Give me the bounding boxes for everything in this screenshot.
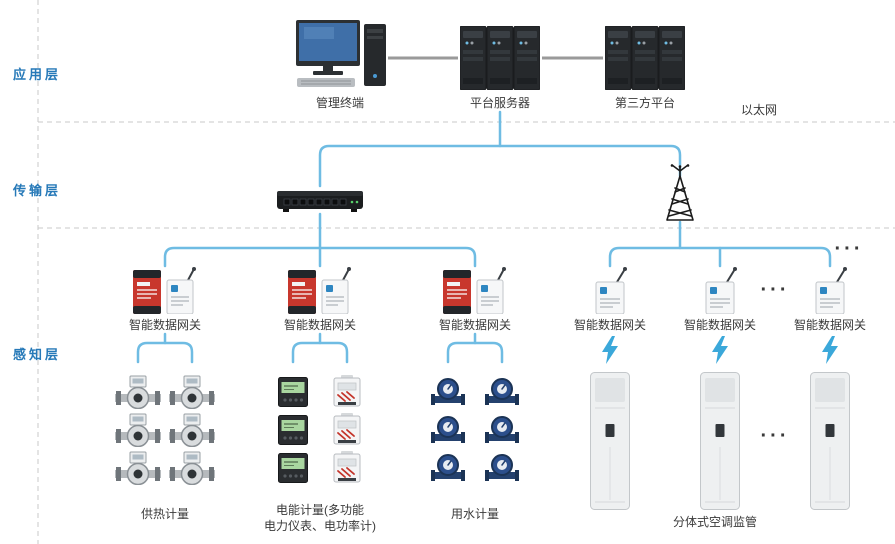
- power-transducer-icon: [333, 375, 361, 409]
- water-group-bracket: [446, 341, 504, 364]
- water-meter-icon: [485, 453, 519, 483]
- ac-ellipsis: ···: [760, 425, 790, 447]
- power-transducer-icon: [333, 451, 361, 485]
- heat-flow-meter-icon: [115, 413, 161, 447]
- ac-unit-icon: [590, 372, 630, 510]
- gateway-label-6: 智能数据网关: [793, 318, 867, 332]
- heat-flow-meter-icon: [169, 375, 215, 409]
- smart-gateway-wired-icon: [288, 266, 352, 314]
- gateway-label-5: 智能数据网关: [683, 318, 757, 332]
- layer-label-perception: 感知层: [13, 347, 62, 362]
- water-meter-icon: [485, 415, 519, 445]
- smart-gateway-wireless-icon: [699, 266, 741, 314]
- power-meter-icon: [278, 453, 308, 483]
- gateway-label-1: 智能数据网关: [128, 318, 202, 332]
- transport-branch: [318, 144, 682, 188]
- smart-gateway-wired-icon: [443, 266, 507, 314]
- gateway-label-4: 智能数据网关: [573, 318, 647, 332]
- ethernet-switch-icon: [277, 188, 363, 214]
- ac-monitoring-label: 分体式空调监管: [672, 515, 758, 529]
- lightning-icon: [822, 336, 838, 364]
- third-party-server-icon: [605, 26, 685, 90]
- layer-label-application: 应用层: [13, 67, 62, 82]
- layer-label-transmission: 传输层: [13, 183, 62, 198]
- electric-group-bracket: [291, 341, 349, 364]
- platform-server-icon: [460, 26, 540, 90]
- wired-gateway-branch: [163, 246, 477, 268]
- power-meter-icon: [278, 377, 308, 407]
- branch-ellipsis: ···: [834, 238, 864, 260]
- third-party-label: 第三方平台: [614, 96, 676, 110]
- heat-metering-label: 供热计量: [140, 507, 190, 521]
- heat-flow-meter-icon: [169, 413, 215, 447]
- ethernet-label: 以太网: [740, 103, 778, 117]
- ac-unit-icon: [810, 372, 850, 510]
- electric-metering-label-line2: 电力仪表、电功率计): [264, 519, 376, 533]
- gateway-ellipsis: ···: [760, 279, 790, 301]
- smart-gateway-wireless-icon: [809, 266, 851, 314]
- heat-flow-meter-icon: [115, 451, 161, 485]
- power-meter-icon: [278, 415, 308, 445]
- terminal-label: 管理终端: [315, 96, 365, 110]
- gateway-label-3: 智能数据网关: [438, 318, 512, 332]
- signal-tower-icon: [658, 164, 702, 222]
- electric-metering-label: 电能计量(多功能 电力仪表、电功率计): [264, 502, 376, 534]
- heat-group-bracket: [136, 341, 194, 364]
- lightning-icon: [602, 336, 618, 364]
- water-meter-icon: [431, 415, 465, 445]
- water-meter-icon: [431, 377, 465, 407]
- ac-unit-icon: [700, 372, 740, 510]
- platform-server-label: 平台服务器: [469, 96, 531, 110]
- management-terminal-icon: [296, 20, 388, 92]
- heat-flow-meter-icon: [115, 375, 161, 409]
- power-transducer-icon: [333, 413, 361, 447]
- lightning-icon: [712, 336, 728, 364]
- smart-gateway-wired-icon: [133, 266, 197, 314]
- wireless-gateway-branch: [608, 246, 832, 268]
- gateway-label-2: 智能数据网关: [283, 318, 357, 332]
- heat-flow-meter-icon: [169, 451, 215, 485]
- electric-metering-label-line1: 电能计量(多功能: [276, 503, 364, 517]
- water-metering-label: 用水计量: [450, 507, 500, 521]
- water-meter-icon: [431, 453, 465, 483]
- smart-gateway-wireless-icon: [589, 266, 631, 314]
- water-meter-icon: [485, 377, 519, 407]
